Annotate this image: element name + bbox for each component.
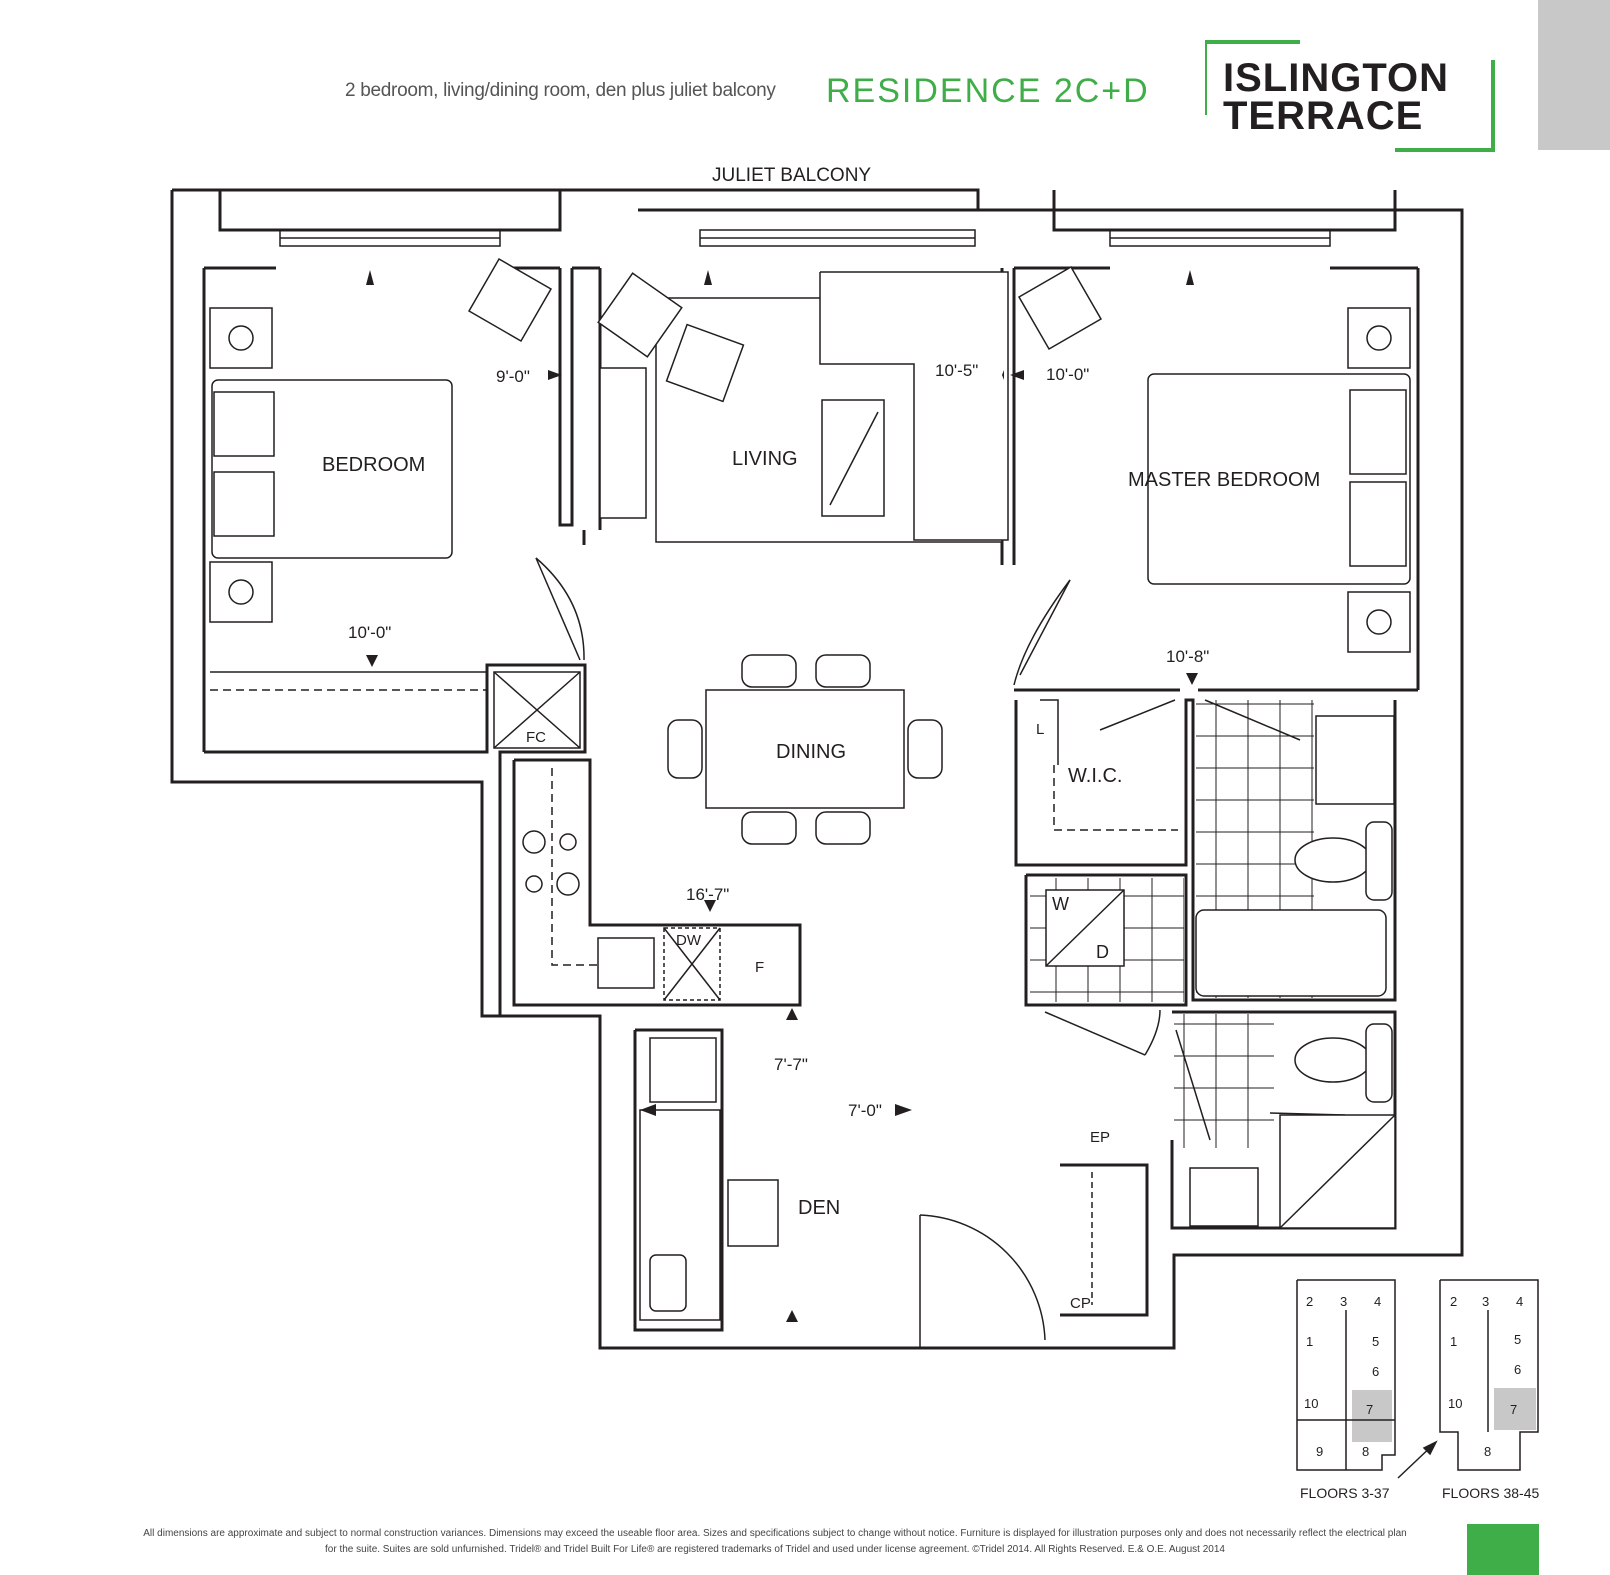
kp2-unit-6: 6: [1514, 1362, 1521, 1377]
label-washer: W: [1052, 894, 1069, 914]
kp1-unit-3: 3: [1340, 1294, 1347, 1309]
north-arrow-icon: [1397, 1440, 1438, 1479]
label-linen: L: [1036, 721, 1044, 738]
logo-line-2: TERRACE: [1223, 94, 1424, 138]
room-label-bedroom: BEDROOM: [322, 454, 425, 476]
label-fridge: F: [755, 959, 764, 976]
bath-tile: [1174, 1014, 1274, 1148]
kp2-unit-1: 1: [1450, 1334, 1457, 1349]
room-labels: BEDROOM LIVING MASTER BEDROOM DINING W.I…: [322, 448, 1320, 1219]
kp1-unit-4: 4: [1374, 1294, 1381, 1309]
living-furniture: [597, 271, 1009, 543]
bedroom-furniture: [209, 257, 553, 623]
label-fc: FC: [526, 729, 546, 746]
kp2-unit-2: 2: [1450, 1294, 1457, 1309]
keyplan-floors-38-45: 2 3 4 1 5 6 10 7 8: [1439, 1279, 1539, 1471]
kp1-unit-9: 9: [1316, 1444, 1323, 1459]
kp1-unit-5: 5: [1372, 1334, 1379, 1349]
keyplan-caption-1: FLOORS 3-37: [1300, 1485, 1390, 1501]
residence-title: RESIDENCE 2C+D: [826, 72, 1150, 110]
kp2-unit-4: 4: [1516, 1294, 1523, 1309]
label-ep: EP: [1090, 1129, 1110, 1146]
kp2-unit-8: 8: [1484, 1444, 1491, 1459]
fixture-labels: FC DW F L W D EP CP: [526, 721, 1110, 1312]
floor-plan: JULIET BALCONY: [170, 165, 1539, 1501]
dim-master-width: 10'-0": [1046, 365, 1089, 384]
kitchen-fixtures: [210, 671, 721, 1001]
kp2-unit-5: 5: [1514, 1332, 1521, 1347]
suite-description: 2 bedroom, living/dining room, den plus …: [345, 80, 776, 101]
dim-den-width: 7'-0": [848, 1101, 882, 1120]
kp2-unit-10: 10: [1448, 1396, 1462, 1411]
page-tab: [1538, 0, 1610, 150]
kp1-unit-7: 7: [1366, 1402, 1373, 1417]
dim-bedroom-width: 9'-0": [496, 367, 530, 386]
bath-fixtures: [1040, 699, 1396, 1229]
den-furniture: [639, 1037, 1093, 1321]
label-cp: CP: [1070, 1295, 1091, 1312]
label-dw: DW: [676, 932, 702, 949]
kp1-unit-10: 10: [1304, 1396, 1318, 1411]
keyplan-floors-3-37: 2 3 4 1 5 6 10 7 9 8: [1296, 1279, 1396, 1471]
master-bedroom-furniture: [1017, 265, 1411, 653]
dim-bedroom-length: 10'-0": [348, 623, 391, 642]
dim-master-length: 10'-8": [1166, 647, 1209, 666]
dimension-labels: 9'-0" 10'-0" 10'-5" 10'-0" 10'-8" 16'-7"…: [348, 361, 1209, 1120]
footer-accent: [1467, 1524, 1539, 1575]
kp1-unit-1: 1: [1306, 1334, 1313, 1349]
kp2-unit-3: 3: [1482, 1294, 1489, 1309]
balcony-label: JULIET BALCONY: [712, 165, 871, 186]
dimension-markers: [366, 270, 1198, 1322]
dim-living-width: 10'-5": [935, 361, 978, 380]
room-label-living: LIVING: [732, 448, 798, 470]
kp2-unit-7: 7: [1510, 1402, 1517, 1417]
label-dryer: D: [1096, 942, 1109, 962]
windows: [279, 229, 1331, 247]
kp1-unit-2: 2: [1306, 1294, 1313, 1309]
legal-disclaimer: All dimensions are approximate and subje…: [143, 1528, 1407, 1555]
kp1-unit-6: 6: [1372, 1364, 1379, 1379]
dim-kitchen-length: 16'-7": [686, 885, 729, 904]
islington-terrace-logo: ISLINGTON TERRACE: [1205, 40, 1495, 152]
dining-furniture: [667, 654, 943, 845]
kp1-unit-8: 8: [1362, 1444, 1369, 1459]
room-label-master-bedroom: MASTER BEDROOM: [1128, 469, 1320, 491]
room-label-dining: DINING: [776, 741, 846, 763]
logo-line-1: ISLINGTON: [1223, 56, 1450, 100]
keyplan-caption-2: FLOORS 38-45: [1442, 1485, 1539, 1501]
room-label-den: DEN: [798, 1197, 840, 1219]
room-label-wic: W.I.C.: [1068, 765, 1122, 787]
dim-den-length: 7'-7": [774, 1055, 808, 1074]
